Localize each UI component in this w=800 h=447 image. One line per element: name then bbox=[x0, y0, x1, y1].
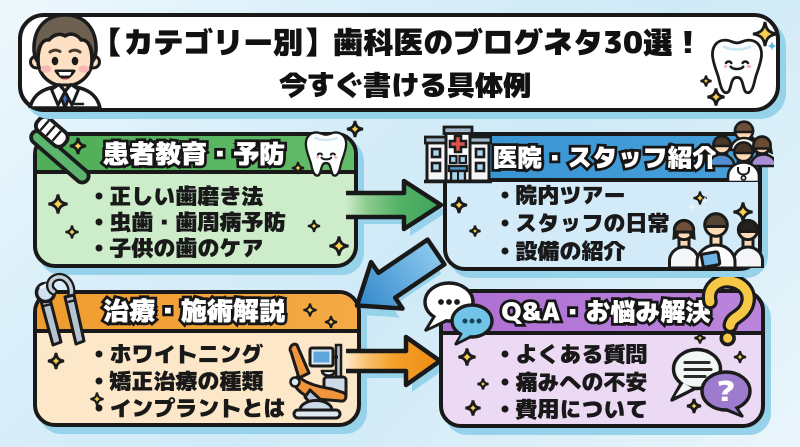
svg-text:?: ? bbox=[717, 371, 735, 410]
